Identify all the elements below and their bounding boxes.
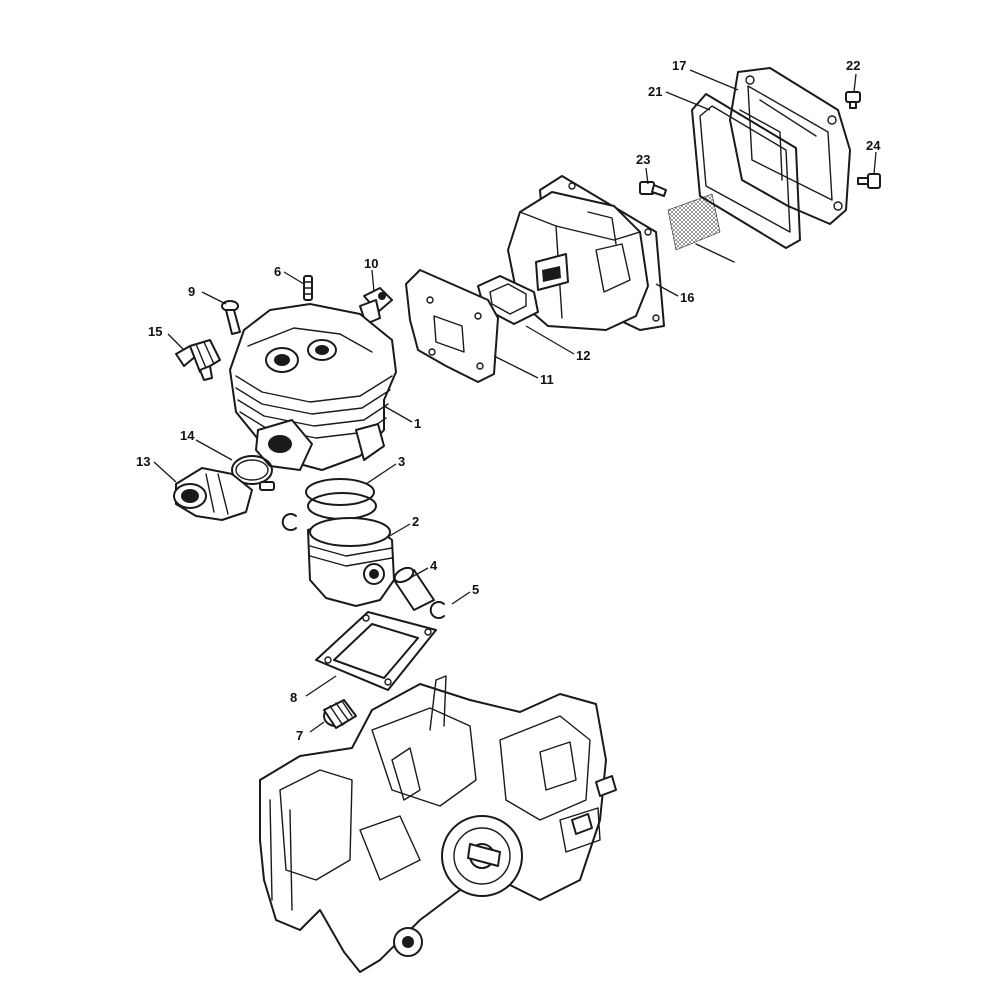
stud-6 — [303, 275, 313, 301]
cylinder — [229, 303, 397, 471]
callout-9: 9 — [188, 284, 195, 299]
cylinder-base-gasket — [315, 611, 437, 691]
hose-clamp — [231, 455, 275, 491]
crankcase — [259, 675, 617, 973]
callout-24: 24 — [866, 138, 881, 153]
callout-11: 11 — [540, 372, 554, 387]
callout-5: 5 — [472, 582, 479, 597]
callout-12: 12 — [576, 348, 590, 363]
callout-labels: 17 21 22 24 23 16 12 11 10 6 9 15 1 14 1… — [136, 58, 881, 743]
muffler-cover — [729, 67, 851, 225]
piston-rings — [305, 478, 377, 520]
piston-pin — [393, 566, 435, 611]
screw-23 — [639, 181, 667, 197]
callout-23: 23 — [636, 152, 650, 167]
screw-22 — [845, 91, 861, 109]
spark-arrest-screen — [667, 193, 735, 263]
callout-16: 16 — [680, 290, 694, 305]
screw-9 — [221, 300, 241, 335]
screw-24 — [857, 173, 881, 189]
circlip-left — [281, 513, 297, 531]
callout-3: 3 — [398, 454, 405, 469]
callout-13: 13 — [136, 454, 150, 469]
callout-14: 14 — [180, 428, 195, 443]
needle-bearing — [323, 699, 357, 729]
muffler-cover-gasket — [691, 93, 801, 249]
callout-1: 1 — [414, 416, 421, 431]
exhaust-plate — [405, 269, 499, 383]
callout-10: 10 — [364, 256, 378, 271]
intake-manifold — [173, 467, 253, 521]
circlip-5 — [429, 601, 445, 619]
callout-22: 22 — [846, 58, 860, 73]
callout-4: 4 — [430, 558, 438, 573]
callout-15: 15 — [148, 324, 162, 339]
leader-lines — [153, 69, 877, 733]
callout-17: 17 — [672, 58, 686, 73]
callout-21: 21 — [648, 84, 662, 99]
callout-6: 6 — [274, 264, 281, 279]
callout-8: 8 — [290, 690, 297, 705]
piston — [307, 517, 395, 607]
callout-7: 7 — [296, 728, 303, 743]
spark-plug — [175, 339, 221, 381]
callout-2: 2 — [412, 514, 419, 529]
